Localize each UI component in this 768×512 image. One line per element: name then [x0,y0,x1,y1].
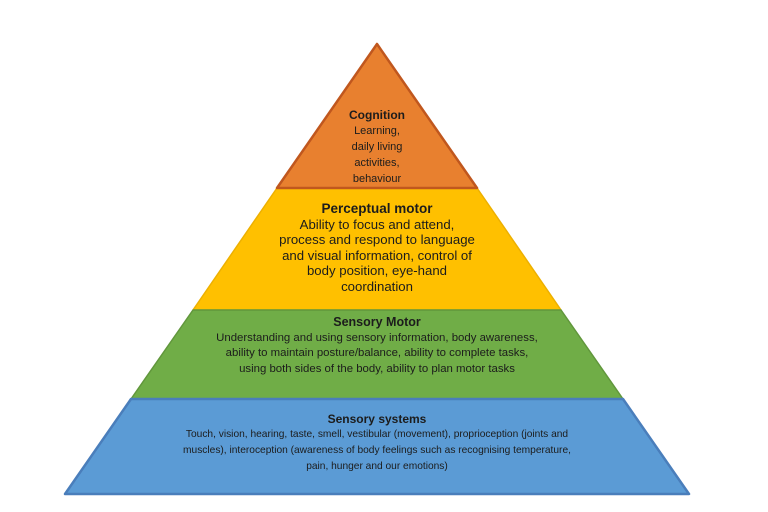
level-title-sensory-systems: Sensory systems [327,412,427,426]
pyramid-level-sensory-motor-label: Sensory Motor Understanding and using se… [147,315,607,377]
level-description-perceptual-motor: Ability to focus and attend, process and… [279,216,475,294]
level-description-sensory-motor: Understanding and using sensory informat… [216,331,538,375]
pyramid-level-sensory-systems-label: Sensory systems Touch, vision, hearing, … [139,411,615,475]
pyramid-level-sensory-systems-shape [63,397,691,496]
pyramid-level-cognition-label: Cognition Learning, daily living activit… [307,107,447,187]
level-title-perceptual-motor: Perceptual motor [321,201,433,216]
pyramid-level-cognition-shape [275,42,479,190]
pyramid-level-perceptual-motor-label: Perceptual motor Ability to focus and at… [237,201,517,294]
level-title-cognition: Cognition [349,108,405,122]
level-description-cognition: Learning, daily living activities, behav… [351,125,403,185]
level-title-sensory-motor: Sensory Motor [333,315,421,329]
level-description-sensory-systems: Touch, vision, hearing, taste, smell, ve… [183,429,571,472]
